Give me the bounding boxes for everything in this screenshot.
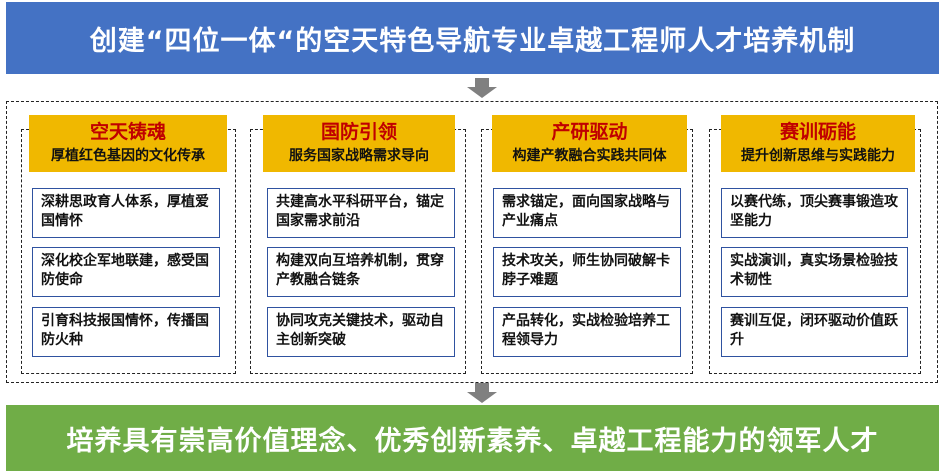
- pillar-header: 赛训砺能 提升创新思维与实践能力: [721, 115, 915, 172]
- pillar-item: 深化校企军地联建，感受国防使命: [32, 247, 220, 297]
- pillar-item: 技术攻关，师生协同破解卡脖子难题: [493, 247, 681, 297]
- pillar-item: 赛训互促，闭环驱动价值跃升: [721, 307, 908, 357]
- pillars-container: [6, 101, 938, 383]
- down-arrow-icon: [467, 383, 497, 403]
- pillar-title: 产研驱动: [551, 121, 628, 143]
- pillar-item: 共建高水平科研平台，锚定国家需求前沿: [267, 188, 455, 238]
- pillar-header: 产研驱动 构建产教融合实践共同体: [492, 115, 687, 172]
- pillar-header: 空天铸魂 厚植红色基因的文化传承: [29, 115, 227, 172]
- pillar-item: 深耕思政育人体系，厚植爱国情怀: [32, 188, 220, 238]
- pillar-title: 赛训砺能: [779, 121, 856, 143]
- pillar-item: 引育科技报国情怀，传播国防火种: [32, 307, 220, 357]
- pillar-title: 空天铸魂: [89, 121, 166, 143]
- pillar-item: 以赛代练，顶尖赛事锻造攻坚能力: [721, 188, 908, 238]
- pillar-subtitle: 提升创新思维与实践能力: [741, 148, 895, 164]
- pillar-subtitle: 构建产教融合实践共同体: [512, 148, 667, 164]
- pillar-subtitle: 服务国家战略需求导向: [289, 148, 429, 164]
- pillar-item: 需求锚定，面向国家战略与产业痛点: [493, 188, 681, 238]
- pillar-subtitle: 厚植红色基因的文化传承: [51, 148, 205, 164]
- down-arrow-icon: [467, 78, 497, 98]
- goal-banner: 培养具有崇高价值理念、优秀创新素养、卓越工程能力的领军人才: [6, 405, 939, 471]
- pillar-item: 实战演训，真实场景检验技术韧性: [721, 247, 908, 297]
- pillar-title: 国防引领: [320, 121, 397, 143]
- title-banner: 创建“四位一体“的空天特色导航专业卓越工程师人才培养机制: [6, 2, 939, 74]
- pillar-item: 构建双向互培养机制，贯穿产教融合链条: [267, 247, 455, 297]
- pillar-header: 国防引领 服务国家战略需求导向: [263, 115, 455, 172]
- pillar-item: 协同攻克关键技术，驱动自主创新突破: [267, 307, 455, 357]
- pillar-item: 产品转化，实战检验培养工程领导力: [493, 307, 681, 357]
